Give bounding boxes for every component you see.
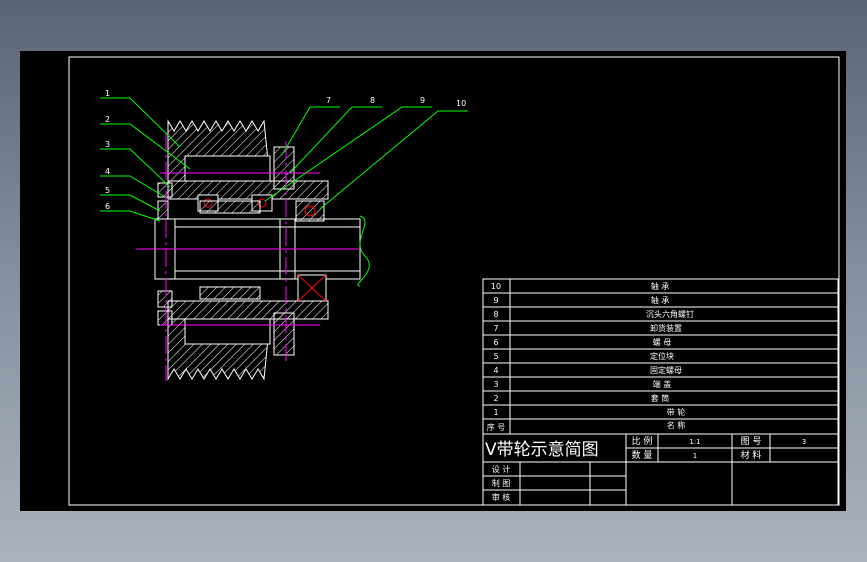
bom-no-10: 10 xyxy=(491,282,501,291)
bom-name-4: 固定螺母 xyxy=(650,365,682,375)
bom-name-2: 套 筒 xyxy=(651,393,670,403)
bom-name-10: 轴 承 xyxy=(651,281,670,291)
bearing-10-housing xyxy=(295,200,325,222)
bom-name-7: 卸货装置 xyxy=(650,323,682,333)
bom-name-6: 螺 母 xyxy=(653,337,672,347)
qty-value: 1 xyxy=(693,452,697,460)
scale-value: 1:1 xyxy=(689,438,700,446)
leader-labels: 1 2 3 4 5 6 7 8 9 10 xyxy=(105,89,466,211)
bom-no-7: 7 xyxy=(493,324,498,333)
leader-lines xyxy=(100,97,468,222)
bom-name-8: 沉头六角螺钉 xyxy=(646,309,694,319)
pulley-upper-section xyxy=(167,119,329,200)
fixing-nut-lower xyxy=(157,290,173,308)
bom-table xyxy=(482,278,839,435)
leader-label-3: 3 xyxy=(105,140,110,149)
check-label: 审 核 xyxy=(492,492,511,502)
leader-label-6: 6 xyxy=(105,202,110,211)
bom-no-6: 6 xyxy=(493,338,498,347)
qty-label: 数 量 xyxy=(632,449,653,461)
draw-label: 制 图 xyxy=(492,478,511,488)
drawing-no-value: 3 xyxy=(802,438,806,446)
shaft-break-line xyxy=(357,215,370,287)
bom-name-5: 定位块 xyxy=(650,351,674,361)
bom-no-1: 1 xyxy=(493,408,498,417)
bom-no-9: 9 xyxy=(493,296,498,305)
end-cap-lower xyxy=(157,310,173,326)
pulley-lower-section xyxy=(167,300,329,381)
bom-name-9: 轴 承 xyxy=(651,295,670,305)
unloading-device-upper xyxy=(273,146,295,190)
leader-label-9: 9 xyxy=(420,96,425,105)
end-cap xyxy=(157,182,173,198)
leader-label-4: 4 xyxy=(105,167,110,176)
bom-header-name: 名 称 xyxy=(667,420,686,430)
unloading-device-lower xyxy=(273,312,295,356)
title-block-text: V带轮示意简图 比 例 1:1 数 量 1 图 号 3 材 料 设 计 制 图 … xyxy=(485,435,806,502)
scale-label: 比 例 xyxy=(632,435,653,447)
drawing-no-label: 图 号 xyxy=(741,436,762,447)
bom-header-no: 序 号 xyxy=(487,422,506,432)
sleeve-lower xyxy=(199,286,261,300)
bom-no-4: 4 xyxy=(493,366,498,375)
bom-name-3: 端 盖 xyxy=(653,379,672,389)
drawing-frame xyxy=(68,56,840,506)
leader-label-1: 1 xyxy=(105,89,110,98)
drawing-canvas: 1 2 3 4 5 6 7 8 9 10 10 轴 承 9 轴 承 8 沉头六角… xyxy=(20,51,846,511)
leader-label-5: 5 xyxy=(105,186,110,195)
leader-label-8: 8 xyxy=(370,96,375,105)
leader-label-2: 2 xyxy=(105,115,110,124)
leader-label-7: 7 xyxy=(326,96,331,105)
leader-label-10: 10 xyxy=(456,99,466,108)
design-label: 设 计 xyxy=(492,464,511,474)
bom-cells: 10 轴 承 9 轴 承 8 沉头六角螺钉 7 卸货装置 6 螺 母 5 定位块… xyxy=(487,281,694,432)
bom-no-3: 3 xyxy=(493,380,498,389)
bom-no-8: 8 xyxy=(493,310,498,319)
bom-no-5: 5 xyxy=(493,352,498,361)
drawing-title: V带轮示意简图 xyxy=(485,440,599,460)
bom-no-2: 2 xyxy=(493,394,498,403)
pulley-assembly-view xyxy=(136,119,370,381)
sleeve-upper xyxy=(199,200,261,214)
title-block-grid xyxy=(482,433,839,506)
bom-name-1: 带 轮 xyxy=(667,407,686,417)
material-label: 材 料 xyxy=(741,449,762,461)
